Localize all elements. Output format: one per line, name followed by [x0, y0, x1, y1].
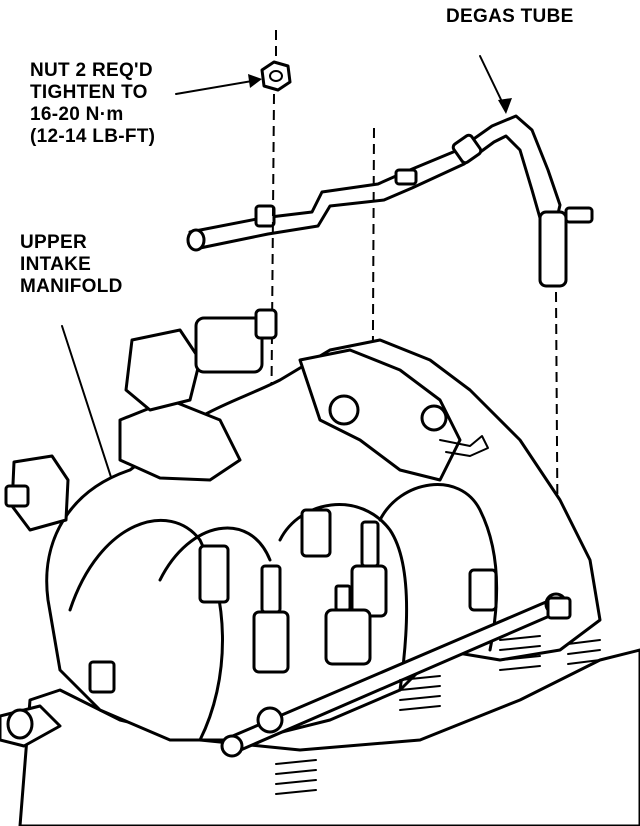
manifold-label-line-1: UPPER — [20, 232, 87, 253]
degas-tube-label: DEGAS TUBE — [446, 6, 574, 27]
nut — [260, 60, 292, 92]
alignment-lines — [269, 30, 559, 597]
nut-label-line-4: (12-14 LB-FT) — [30, 126, 156, 147]
nut-label-line-1: NUT 2 REQ'D — [30, 60, 153, 81]
nut-label-line-3: 16-20 N·m — [30, 104, 124, 125]
upper-intake-manifold — [0, 308, 640, 826]
manifold-label-line-3: MANIFOLD — [20, 276, 123, 297]
degas-tube — [186, 114, 594, 288]
nut-label-line-2: TIGHTEN TO — [30, 82, 148, 103]
manifold-label-line-2: INTAKE — [20, 254, 92, 275]
